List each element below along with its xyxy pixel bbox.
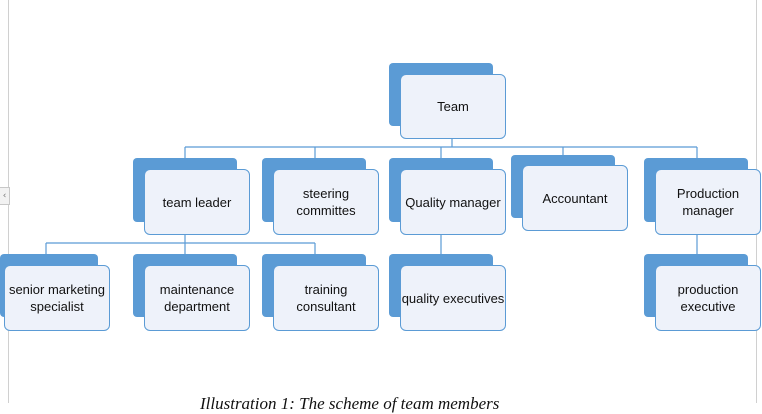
node-production-manager-label: Production manager [655, 169, 761, 235]
node-production-executive-label: production executive [655, 265, 761, 331]
node-team-leader-label: team leader [144, 169, 250, 235]
node-quality-executives: quality executives [389, 254, 506, 331]
collapse-arrow-icon[interactable]: ‹ [0, 187, 10, 205]
node-steering-committes-label: steering committes [273, 169, 379, 235]
node-production-manager: Production manager [644, 158, 761, 236]
node-quality-manager-label: Quality manager [400, 169, 506, 235]
node-maintenance-department-label: maintenance department [144, 265, 250, 331]
figure-caption: Illustration 1: The scheme of team membe… [200, 394, 500, 413]
node-team: Team [389, 63, 506, 140]
node-training-consultant-label: training consultant [273, 265, 379, 331]
node-accountant-label: Accountant [522, 165, 628, 231]
node-training-consultant: training consultant [262, 254, 379, 331]
node-steering-committes: steering committes [262, 158, 379, 236]
node-team-label: Team [400, 74, 506, 139]
node-accountant: Accountant [511, 155, 628, 232]
node-senior-marketing-specialist-label: senior marketing specialist [4, 265, 110, 331]
node-senior-marketing-specialist: senior marketing specialist [0, 254, 110, 331]
node-production-executive: production executive [644, 254, 761, 331]
node-quality-manager: Quality manager [389, 158, 506, 236]
node-maintenance-department: maintenance department [133, 254, 250, 331]
node-quality-executives-label: quality executives [400, 265, 506, 331]
node-team-leader: team leader [133, 158, 250, 236]
